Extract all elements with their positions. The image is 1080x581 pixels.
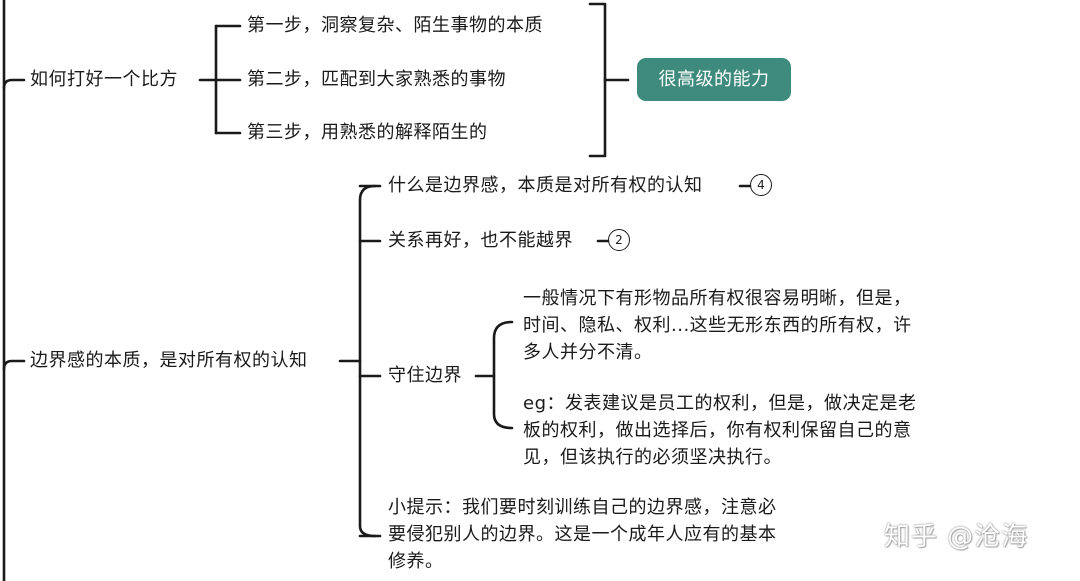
step-two: 第二步，匹配到大家熟悉的事物	[247, 69, 506, 90]
note-tip: 小提示：我们要时刻训练自己的边界感，注意必 要侵犯别人的边界。这是一个成年人应有…	[388, 497, 777, 572]
count-badge: 2	[608, 229, 630, 251]
summary-badge: 很高级的能力	[637, 58, 791, 101]
note-example: eg：发表建议是员工的权利，但是，做决定是老 板的权利，做出选择后，你有权利保留…	[523, 393, 917, 468]
branch-boundary-essence: 边界感的本质，是对所有权的认知	[30, 350, 308, 371]
note-ownership: 一般情况下有形物品所有权很容易明晰，但是， 时间、隐私、权利...这些无形东西的…	[523, 288, 912, 363]
node-what-is-boundary: 什么是边界感，本质是对所有权的认知	[388, 175, 703, 196]
watermark: 知乎 @沧海	[884, 522, 1029, 552]
branch-how-to-analogy: 如何打好一个比方	[30, 69, 178, 90]
node-keep-boundary: 守住边界	[388, 365, 462, 386]
step-three: 第三步，用熟悉的解释陌生的	[247, 122, 488, 143]
step-one: 第一步，洞察复杂、陌生事物的本质	[247, 15, 543, 36]
node-relationship: 关系再好，也不能越界	[388, 230, 573, 251]
count-badge: 4	[750, 174, 772, 196]
